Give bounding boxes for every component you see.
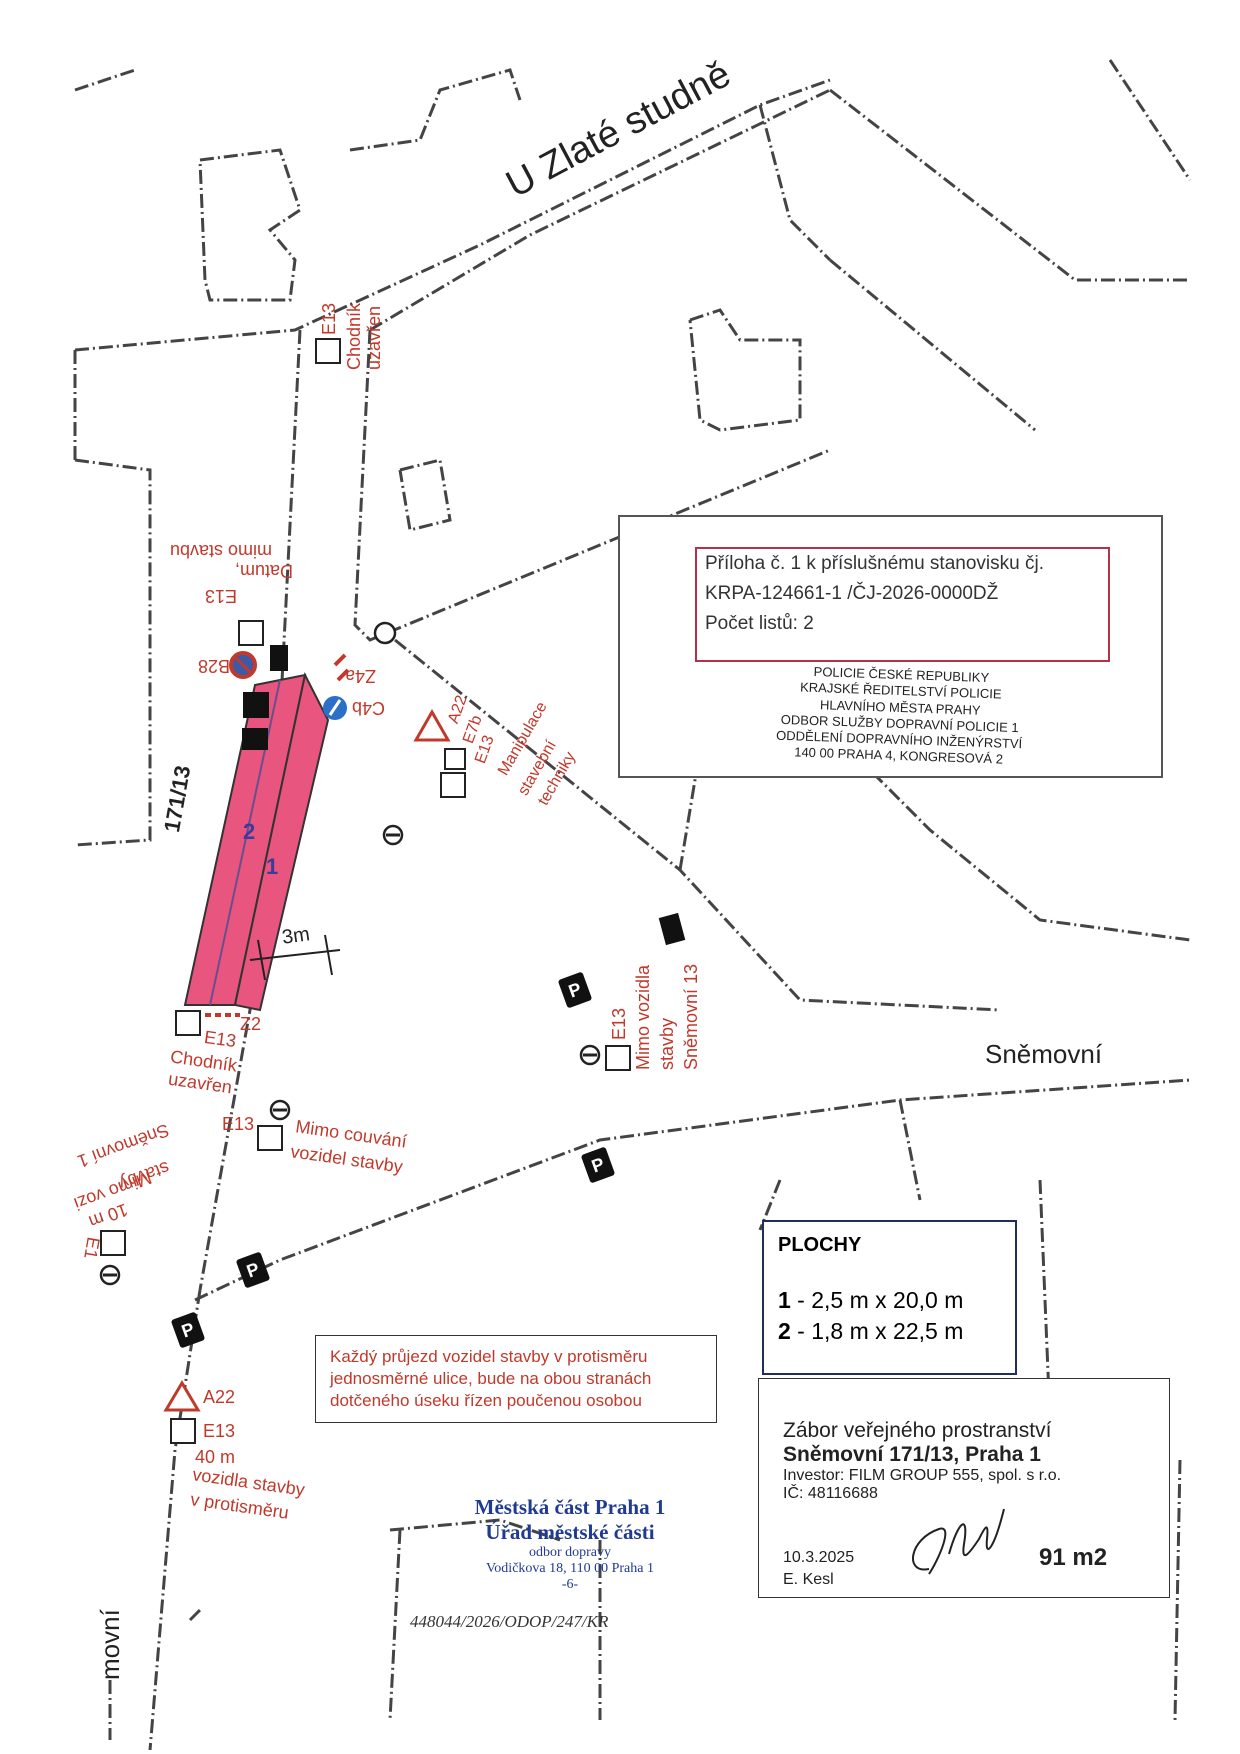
police-stamp-line1: Příloha č. 1 k příslušnému stanovisku čj…	[705, 553, 1044, 574]
e13-right-text-3: Sněmovní 13	[681, 963, 701, 1070]
signature	[912, 1508, 1005, 1575]
e13-right-text-1: Mimo vozidla	[633, 964, 653, 1070]
plochy-row-1: 1 - 2,5 m x 20,0 m	[778, 1287, 1001, 1314]
info-ic: IČ: 48116688	[783, 1485, 878, 1502]
plochy-row-2-text: - 1,8 m x 22,5 m	[790, 1318, 964, 1344]
info-area: 91 m2	[1039, 1544, 1108, 1571]
e7b-sign	[444, 748, 466, 770]
note-line3: dotčeného úseku řízen poučenou osobou	[330, 1391, 642, 1411]
plochy-row-2: 2 - 1,8 m x 22,5 m	[778, 1318, 1001, 1345]
zone-1	[233, 672, 330, 1012]
street-name-snemovni-bottom: movní	[95, 1609, 125, 1680]
dimension-label: 3m	[280, 923, 312, 949]
info-title: Zábor veřejného prostranství	[783, 1419, 1052, 1442]
e13-sign-bottom	[175, 1010, 201, 1036]
e13-sign-far-left	[100, 1230, 126, 1256]
zone-2-label: 2	[243, 819, 256, 844]
plochy-row-1-num: 1	[778, 1287, 791, 1313]
e13-left-label: E13	[205, 585, 238, 606]
e13-sign-bottom-left	[170, 1418, 196, 1444]
tree-marker	[373, 621, 397, 645]
e13-reverse-label: E13	[222, 1114, 255, 1134]
one-way-sign	[242, 728, 268, 750]
z2-label: Z2	[240, 1014, 262, 1034]
police-stamp-line2: KRPA-124661-1 /ČJ-2026-0000DŽ	[705, 583, 999, 604]
e13-sign-mid	[440, 772, 466, 798]
police-stamp: Příloha č. 1 k příslušnému stanovisku čj…	[618, 515, 1163, 778]
city-stamp-line3: odbor dopravy	[528, 1545, 612, 1560]
city-stamp-line1: Městská část Praha 1	[474, 1495, 666, 1519]
e13-top-text: Chodník uzavřen	[344, 302, 384, 370]
plochy-title: PLOCHY	[778, 1234, 862, 1256]
note-line2: jednosměrné ulice, bude na obou stranách	[330, 1369, 652, 1389]
city-stamp-line5: -6-	[561, 1577, 579, 1592]
e13-bottom-left-text-1: 40 m	[195, 1447, 236, 1467]
e13-right-label: E13	[609, 1007, 629, 1040]
street-name-snemovni: Sněmovní	[985, 1039, 1103, 1069]
b28-label: B28	[198, 655, 231, 676]
police-stamp-line3: Počet listů: 2	[705, 613, 814, 634]
police-seal: POLICIE ČESKÉ REPUBLIKY KRAJSKÉ ŘEDITELS…	[748, 662, 1051, 770]
police-stamp-inner: Příloha č. 1 k příslušnému stanovisku čj…	[695, 547, 1110, 662]
city-stamp-line4: Vodičkova 18, 110 00 Praha 1	[486, 1561, 654, 1576]
city-stamp: Městská část Praha 1 Úřad městské části …	[440, 1495, 700, 1593]
one-way-sign	[658, 912, 686, 946]
e13-left-text-1: Datum,	[235, 560, 294, 581]
info-investor: Investor: FILM GROUP 555, spol. s r.o.	[783, 1467, 1062, 1484]
note-line1: Každý průjezd vozidel stavby v protisměr…	[330, 1347, 648, 1366]
a22-sign	[413, 708, 451, 742]
info-address: Sněmovní 171/13, Praha 1	[783, 1443, 1041, 1466]
city-reference: 448044/2026/ODOP/247/KR	[410, 1612, 609, 1631]
info-box: Zábor veřejného prostranství Sněmovní 17…	[758, 1378, 1170, 1598]
info-date: 10.3.2025	[783, 1549, 855, 1566]
no-parking-sign	[243, 692, 269, 718]
info-name: E. Kesl	[783, 1571, 834, 1588]
z4a-label: Z4a	[345, 665, 377, 686]
plochy-row-2-num: 2	[778, 1318, 791, 1344]
e13-sign-top	[315, 338, 341, 364]
e13-sign-reverse	[257, 1125, 283, 1151]
city-stamp-line2: Úřad městské části	[485, 1520, 655, 1544]
a22-sign	[163, 1380, 201, 1412]
a22-bottom-label: A22	[203, 1387, 236, 1407]
e13-left-text-2: mimo stavbu	[170, 540, 273, 561]
note-box: Každý průjezd vozidel stavby v protisměr…	[315, 1335, 717, 1423]
plochy-row-1-text: - 2,5 m x 20,0 m	[790, 1287, 964, 1313]
one-way-sign	[270, 645, 288, 671]
e13-far-left-label: E1	[80, 1235, 104, 1261]
plochy-box: PLOCHY 1 - 2,5 m x 20,0 m 2 - 1,8 m x 22…	[762, 1220, 1017, 1375]
e13-top-label: E13	[319, 302, 339, 335]
e13-sign-left	[238, 620, 264, 646]
e13-bottom-left-label: E13	[203, 1421, 236, 1441]
zone-1-label: 1	[266, 854, 279, 879]
e13-right-text-2: stavby	[657, 1017, 677, 1070]
e13-sign-right	[605, 1045, 631, 1071]
c4b-label: C4b	[352, 697, 386, 718]
e13-bottom-label: E13	[202, 1026, 238, 1052]
